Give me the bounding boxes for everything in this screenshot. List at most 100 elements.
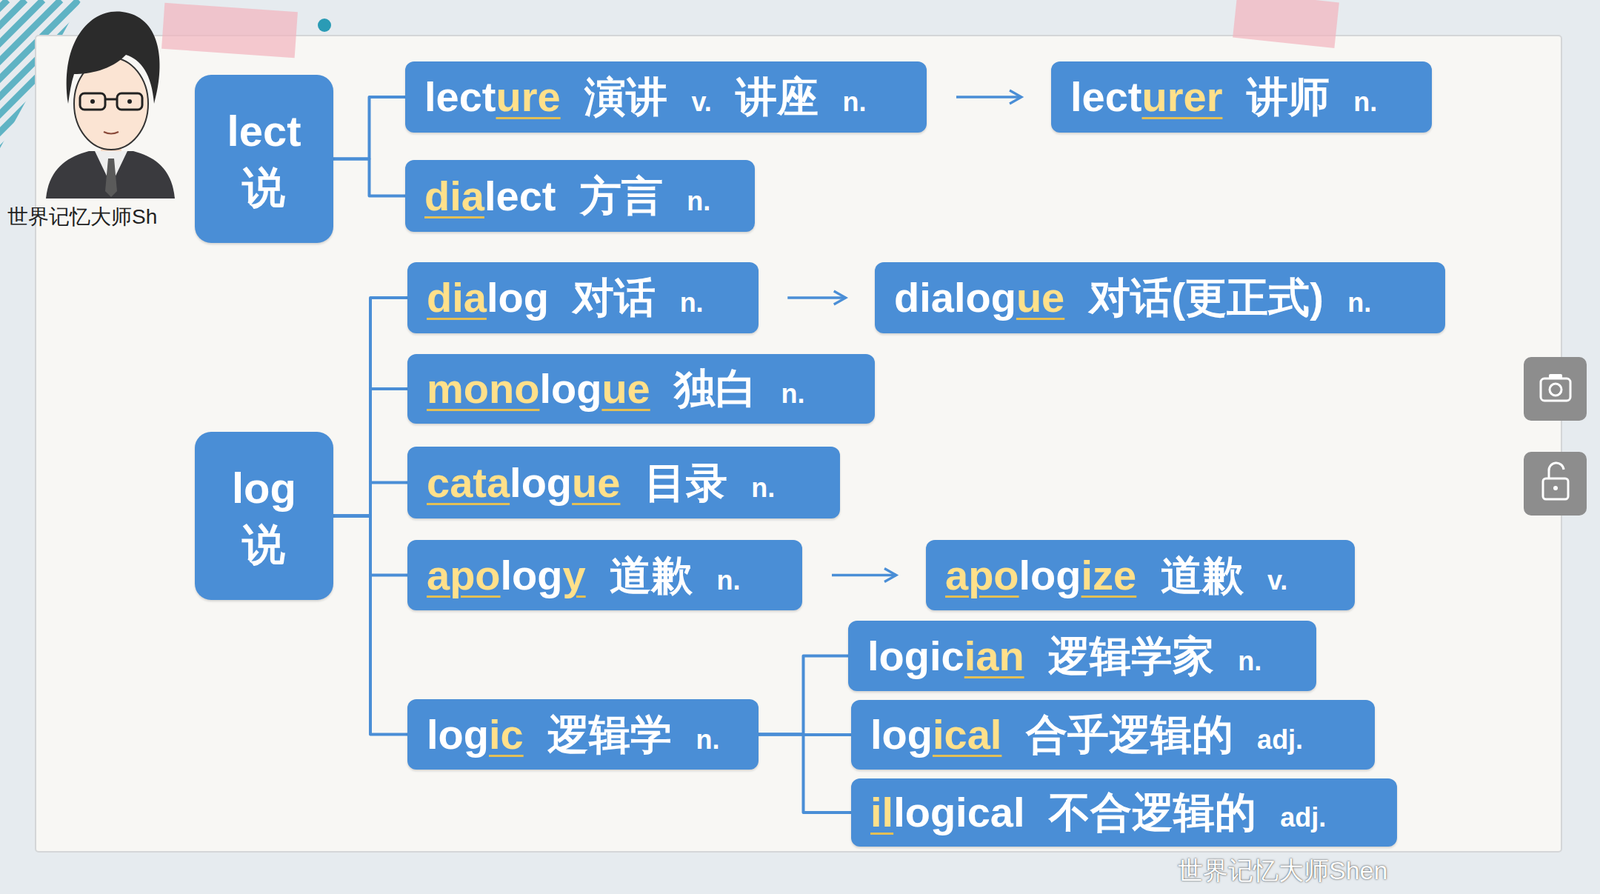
avatar-glasses (117, 93, 143, 110)
word-box: lecturer 讲师 n. (1051, 61, 1432, 133)
button-ground (1523, 451, 1587, 516)
plain-text: lect 说 (227, 106, 302, 211)
word-label: apologize 道歉 v. (945, 550, 1288, 600)
tree-connector (758, 734, 852, 814)
plain-text: log (509, 459, 572, 506)
word-label: dialogue 对话(更正式) n. (894, 272, 1372, 323)
word-box: logician 逻辑学家 n. (848, 620, 1317, 692)
word-label: apology 道歉 n. (426, 550, 740, 600)
part-of-speech: adj. (1257, 724, 1303, 755)
plain-text: 演讲 (560, 73, 692, 120)
word-label: lecture 演讲 v. 讲座 n. (424, 71, 866, 122)
highlight-letters: ian (964, 632, 1025, 680)
plain-text: 道歉 (585, 551, 718, 599)
arrow-connector (787, 296, 846, 300)
word-box: lecture 演讲 v. 讲座 n. (405, 61, 927, 133)
root-label: log 说 (231, 460, 297, 572)
camera-icon (1548, 374, 1563, 380)
avatar-suit (45, 151, 175, 199)
word-box: logical 合乎逻辑的 adj. (851, 700, 1375, 770)
word-box: dialect 方言 n. (405, 160, 755, 232)
plain-text: 对话(更正式) (1064, 274, 1348, 321)
watermark: 世界记忆大师Shen (1177, 854, 1388, 889)
word-label: dialog 对话 n. (426, 272, 704, 323)
root-box: lect 说 (194, 74, 334, 243)
plain-text: 道歉 (1136, 551, 1268, 599)
plain-text: lect 方言 (484, 172, 687, 220)
lock-icon (1542, 478, 1569, 500)
camera-icon (1549, 383, 1562, 396)
lock-icon (1548, 462, 1564, 479)
avatar-hair (66, 11, 160, 104)
plain-text: logical 不合逻辑的 (893, 788, 1280, 836)
highlight-letters: ize (1081, 551, 1138, 599)
avatar-glasses (80, 93, 106, 110)
word-box: apology 道歉 n. (407, 540, 803, 611)
plain-text: lect (1070, 73, 1143, 120)
highlight-letters: ical (932, 711, 1002, 758)
lock-button (1523, 451, 1587, 516)
highlight-letters: dia (424, 172, 485, 220)
paper-tape (1232, 0, 1340, 49)
decor-dot (317, 18, 332, 32)
plain-text: lect (424, 73, 497, 120)
plain-text: log 说 (231, 463, 297, 568)
highlight-letters: cata (426, 459, 510, 506)
tree-connector (333, 388, 408, 517)
part-of-speech: n. (686, 185, 711, 217)
highlight-letters: apo (945, 551, 1020, 599)
plain-text: log (870, 711, 933, 758)
tree-connector (758, 656, 849, 735)
word-box: logic 逻辑学 n. (407, 699, 759, 770)
part-of-speech: v. (1267, 565, 1288, 596)
word-label: logician 逻辑学家 n. (867, 631, 1262, 681)
slide-panel (35, 35, 1562, 852)
part-of-speech: n. (780, 378, 805, 409)
highlight-letters: ic (488, 711, 524, 758)
part-of-speech: n. (842, 86, 866, 118)
plain-text: 讲师 (1222, 73, 1354, 120)
tree-connector (333, 297, 408, 517)
word-box: monologue 独白 n. (407, 354, 875, 424)
highlight-letters: ure (496, 73, 561, 120)
plain-text: log (500, 551, 563, 599)
highlight-letters: il (870, 788, 894, 836)
highlight-letters: ue (571, 459, 620, 506)
word-box: illogical 不合逻辑的 adj. (851, 778, 1398, 847)
arrow-connector (831, 574, 897, 578)
root-box: log 说 (194, 431, 334, 600)
word-box: apologize 道歉 v. (925, 540, 1355, 611)
part-of-speech: n. (680, 287, 704, 318)
word-label: illogical 不合逻辑的 adj. (870, 787, 1326, 838)
arrow-connector (956, 95, 1022, 99)
word-box: dialogue 对话(更正式) n. (874, 262, 1446, 334)
avatar-tie (105, 158, 118, 198)
part-of-speech: n. (751, 472, 775, 503)
tree-connector (333, 516, 408, 735)
plain-text: log (539, 365, 602, 412)
highlight-letters: ue (1016, 274, 1065, 321)
plain-text: log (1019, 551, 1082, 599)
highlight-letters: urer (1142, 73, 1223, 120)
word-label: dialect 方言 n. (424, 171, 711, 221)
word-box: catalogue 目录 n. (407, 446, 840, 519)
plain-text: dialog (894, 274, 1017, 321)
part-of-speech: n. (1237, 645, 1262, 677)
plain-text: 独白 (650, 365, 782, 412)
avatar-eye (90, 99, 95, 104)
plain-text: 逻辑学 (523, 711, 697, 758)
part-of-speech: n. (1353, 86, 1378, 118)
camera-button (1523, 357, 1587, 421)
part-of-speech: v. (691, 86, 712, 118)
button-ground (1523, 357, 1587, 421)
plain-text: log 对话 (486, 274, 680, 321)
plain-text: 合乎逻辑的 (1001, 711, 1258, 758)
avatar-mouth (103, 131, 119, 135)
avatar-glasses (105, 98, 118, 101)
avatar-eye (127, 99, 132, 104)
camera-icon (1540, 378, 1571, 401)
highlight-letters: apo (426, 551, 501, 599)
word-box: dialog 对话 n. (407, 262, 759, 334)
